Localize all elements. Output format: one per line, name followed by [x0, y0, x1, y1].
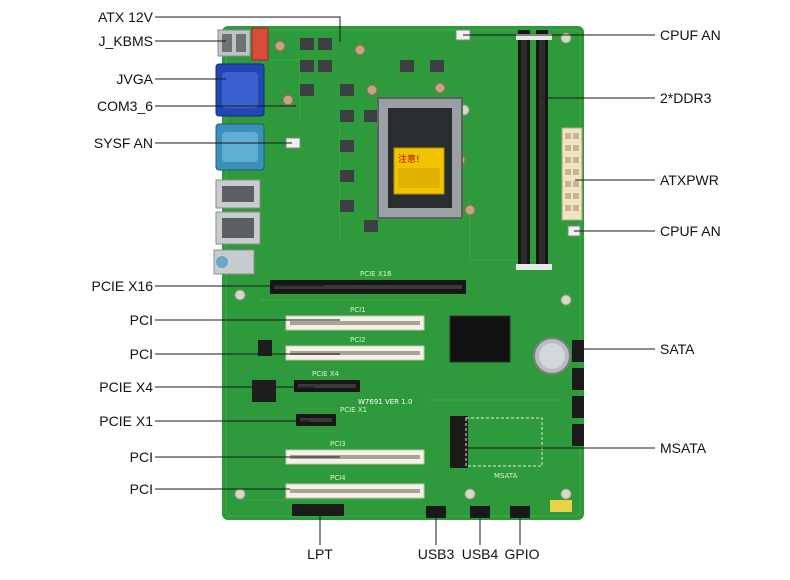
- lpt-header: [292, 504, 344, 516]
- dimm-slots: [516, 30, 552, 270]
- pcie-x1-slot: PCIE X1: [296, 406, 367, 426]
- svg-text:MSATA: MSATA: [494, 472, 518, 480]
- label-cpufan-right: CPUF AN: [660, 223, 721, 239]
- gpio-header: [510, 506, 530, 518]
- pci-slot-2: PCI2: [285, 336, 425, 361]
- version-silk: W7691 VER 1.0: [358, 398, 412, 406]
- usb3-header: [426, 506, 446, 518]
- atx12v-connector: [251, 27, 269, 61]
- svg-text:PCI4: PCI4: [330, 474, 346, 482]
- label-lpt: LPT: [307, 546, 333, 562]
- svg-text:PCIE X4: PCIE X4: [312, 370, 340, 378]
- pcie-x4-slot: PCIE X4: [294, 370, 360, 392]
- label-pci-4: PCI: [129, 481, 153, 497]
- label-atxpwr: ATXPWR: [660, 172, 719, 188]
- label-2ddr3: 2*DDR3: [660, 90, 712, 106]
- label-pcie-x1: PCIE X1: [99, 413, 153, 429]
- svg-text:PCI2: PCI2: [350, 336, 366, 344]
- cpu-socket: 注意!: [377, 97, 463, 219]
- label-cpufan-top: CPUF AN: [660, 27, 721, 43]
- svg-text:PCI1: PCI1: [350, 306, 366, 314]
- io-panel: [213, 27, 269, 275]
- vrm-components: [300, 38, 444, 232]
- socket-warning-text: 注意!: [398, 153, 420, 165]
- label-usb3: USB3: [417, 546, 455, 562]
- label-gpio: GPIO: [504, 546, 540, 562]
- pcie-x16-slot: PCIE X16: [270, 270, 466, 294]
- pcb-board: [222, 26, 584, 520]
- label-atx12v: ATX 12V: [98, 9, 153, 25]
- label-pci-3: PCI: [129, 449, 153, 465]
- atxpwr-connector: [561, 127, 583, 221]
- label-usb4: USB4: [461, 546, 499, 562]
- label-sysfan: SYSF AN: [93, 135, 153, 151]
- pci-slot-3: PCI3: [285, 440, 425, 465]
- label-com3-6: COM3_6: [96, 98, 153, 114]
- label-pcie-x4: PCIE X4: [99, 379, 153, 395]
- usb4-header: [470, 506, 490, 518]
- pcie16-silk: PCIE X16: [360, 270, 392, 278]
- label-msata: MSATA: [660, 440, 707, 456]
- label-pcie-x16: PCIE X16: [91, 278, 153, 294]
- label-pci-1: PCI: [129, 312, 153, 328]
- cmos-battery: [533, 337, 571, 375]
- chipset-heatsink: [449, 315, 511, 363]
- pci-slot-4: PCI4: [285, 474, 425, 499]
- svg-text:PCIE X1: PCIE X1: [340, 406, 367, 414]
- label-j-kbms: J_KBMS: [98, 33, 153, 49]
- msata-slot: MSATA: [450, 416, 543, 480]
- label-sata: SATA: [660, 341, 695, 357]
- label-jvga: JVGA: [116, 71, 153, 87]
- label-pci-2: PCI: [129, 346, 153, 362]
- svg-text:PCI3: PCI3: [330, 440, 346, 448]
- bottom-headers: [292, 500, 572, 518]
- sata-connectors: [572, 340, 584, 446]
- leader-lines: [155, 16, 655, 545]
